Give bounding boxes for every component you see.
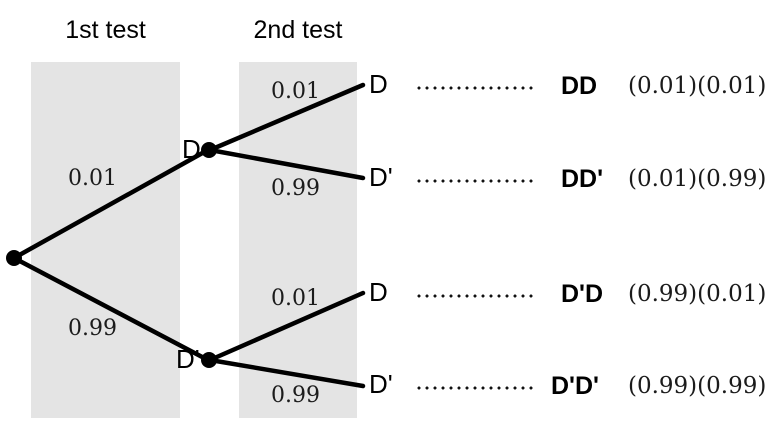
leaf-label-3: D: [369, 277, 388, 307]
outcome-name-2: DD': [561, 165, 604, 193]
edge-Dp-to-leaf-Dp: [207, 357, 366, 389]
branch-probability-stage2-Dprime-Dprime: 0.99: [271, 383, 320, 408]
edge-D-to-leaf-Dp: [207, 147, 366, 181]
outcome-probability-4: (0.99)(0.99): [628, 373, 767, 399]
root-node-dot: [6, 250, 22, 266]
leaf-label-2: D': [369, 162, 393, 192]
outcome-probability-3: (0.99)(0.01): [628, 281, 767, 307]
edge-Dp-to-leaf-D: [207, 290, 366, 363]
stage-2-header: 2nd test: [253, 16, 343, 44]
branch-probability-stage2-D-Dprime: 0.99: [271, 176, 320, 201]
leader-line-2: [415, 179, 537, 183]
node-label-D: D: [182, 134, 201, 164]
node-label-Dprime: D': [176, 344, 200, 374]
edge-root-to-D: [11, 148, 209, 261]
leader-line-3: [415, 294, 537, 298]
stage-1-band: [31, 62, 180, 418]
leader-line-1: [415, 86, 537, 90]
leaf-label-4: D': [369, 369, 393, 399]
outcome-name-4: D'D': [551, 372, 599, 400]
leaf-label-1: D: [369, 69, 388, 99]
leader-line-4: [415, 386, 537, 390]
edge-D-to-leaf-D: [207, 82, 366, 153]
edge-root-to-Dp: [11, 255, 209, 362]
stage-1-header: 1st test: [65, 16, 146, 44]
branch-probability-stage2-D-D: 0.01: [271, 79, 320, 104]
branch-probability-stage2-Dprime-D: 0.01: [271, 286, 320, 311]
branch-probability-stage1-D: 0.01: [68, 166, 117, 191]
outcome-name-1: DD: [561, 72, 598, 100]
node-dot-D: [201, 142, 217, 158]
stage-2-band: [239, 62, 357, 418]
branch-probability-stage1-Dprime: 0.99: [68, 316, 117, 341]
node-dot-Dp: [201, 352, 217, 368]
outcome-probability-2: (0.01)(0.99): [628, 166, 767, 192]
outcome-probability-1: (0.01)(0.01): [628, 73, 767, 99]
outcome-name-3: D'D: [561, 280, 604, 308]
